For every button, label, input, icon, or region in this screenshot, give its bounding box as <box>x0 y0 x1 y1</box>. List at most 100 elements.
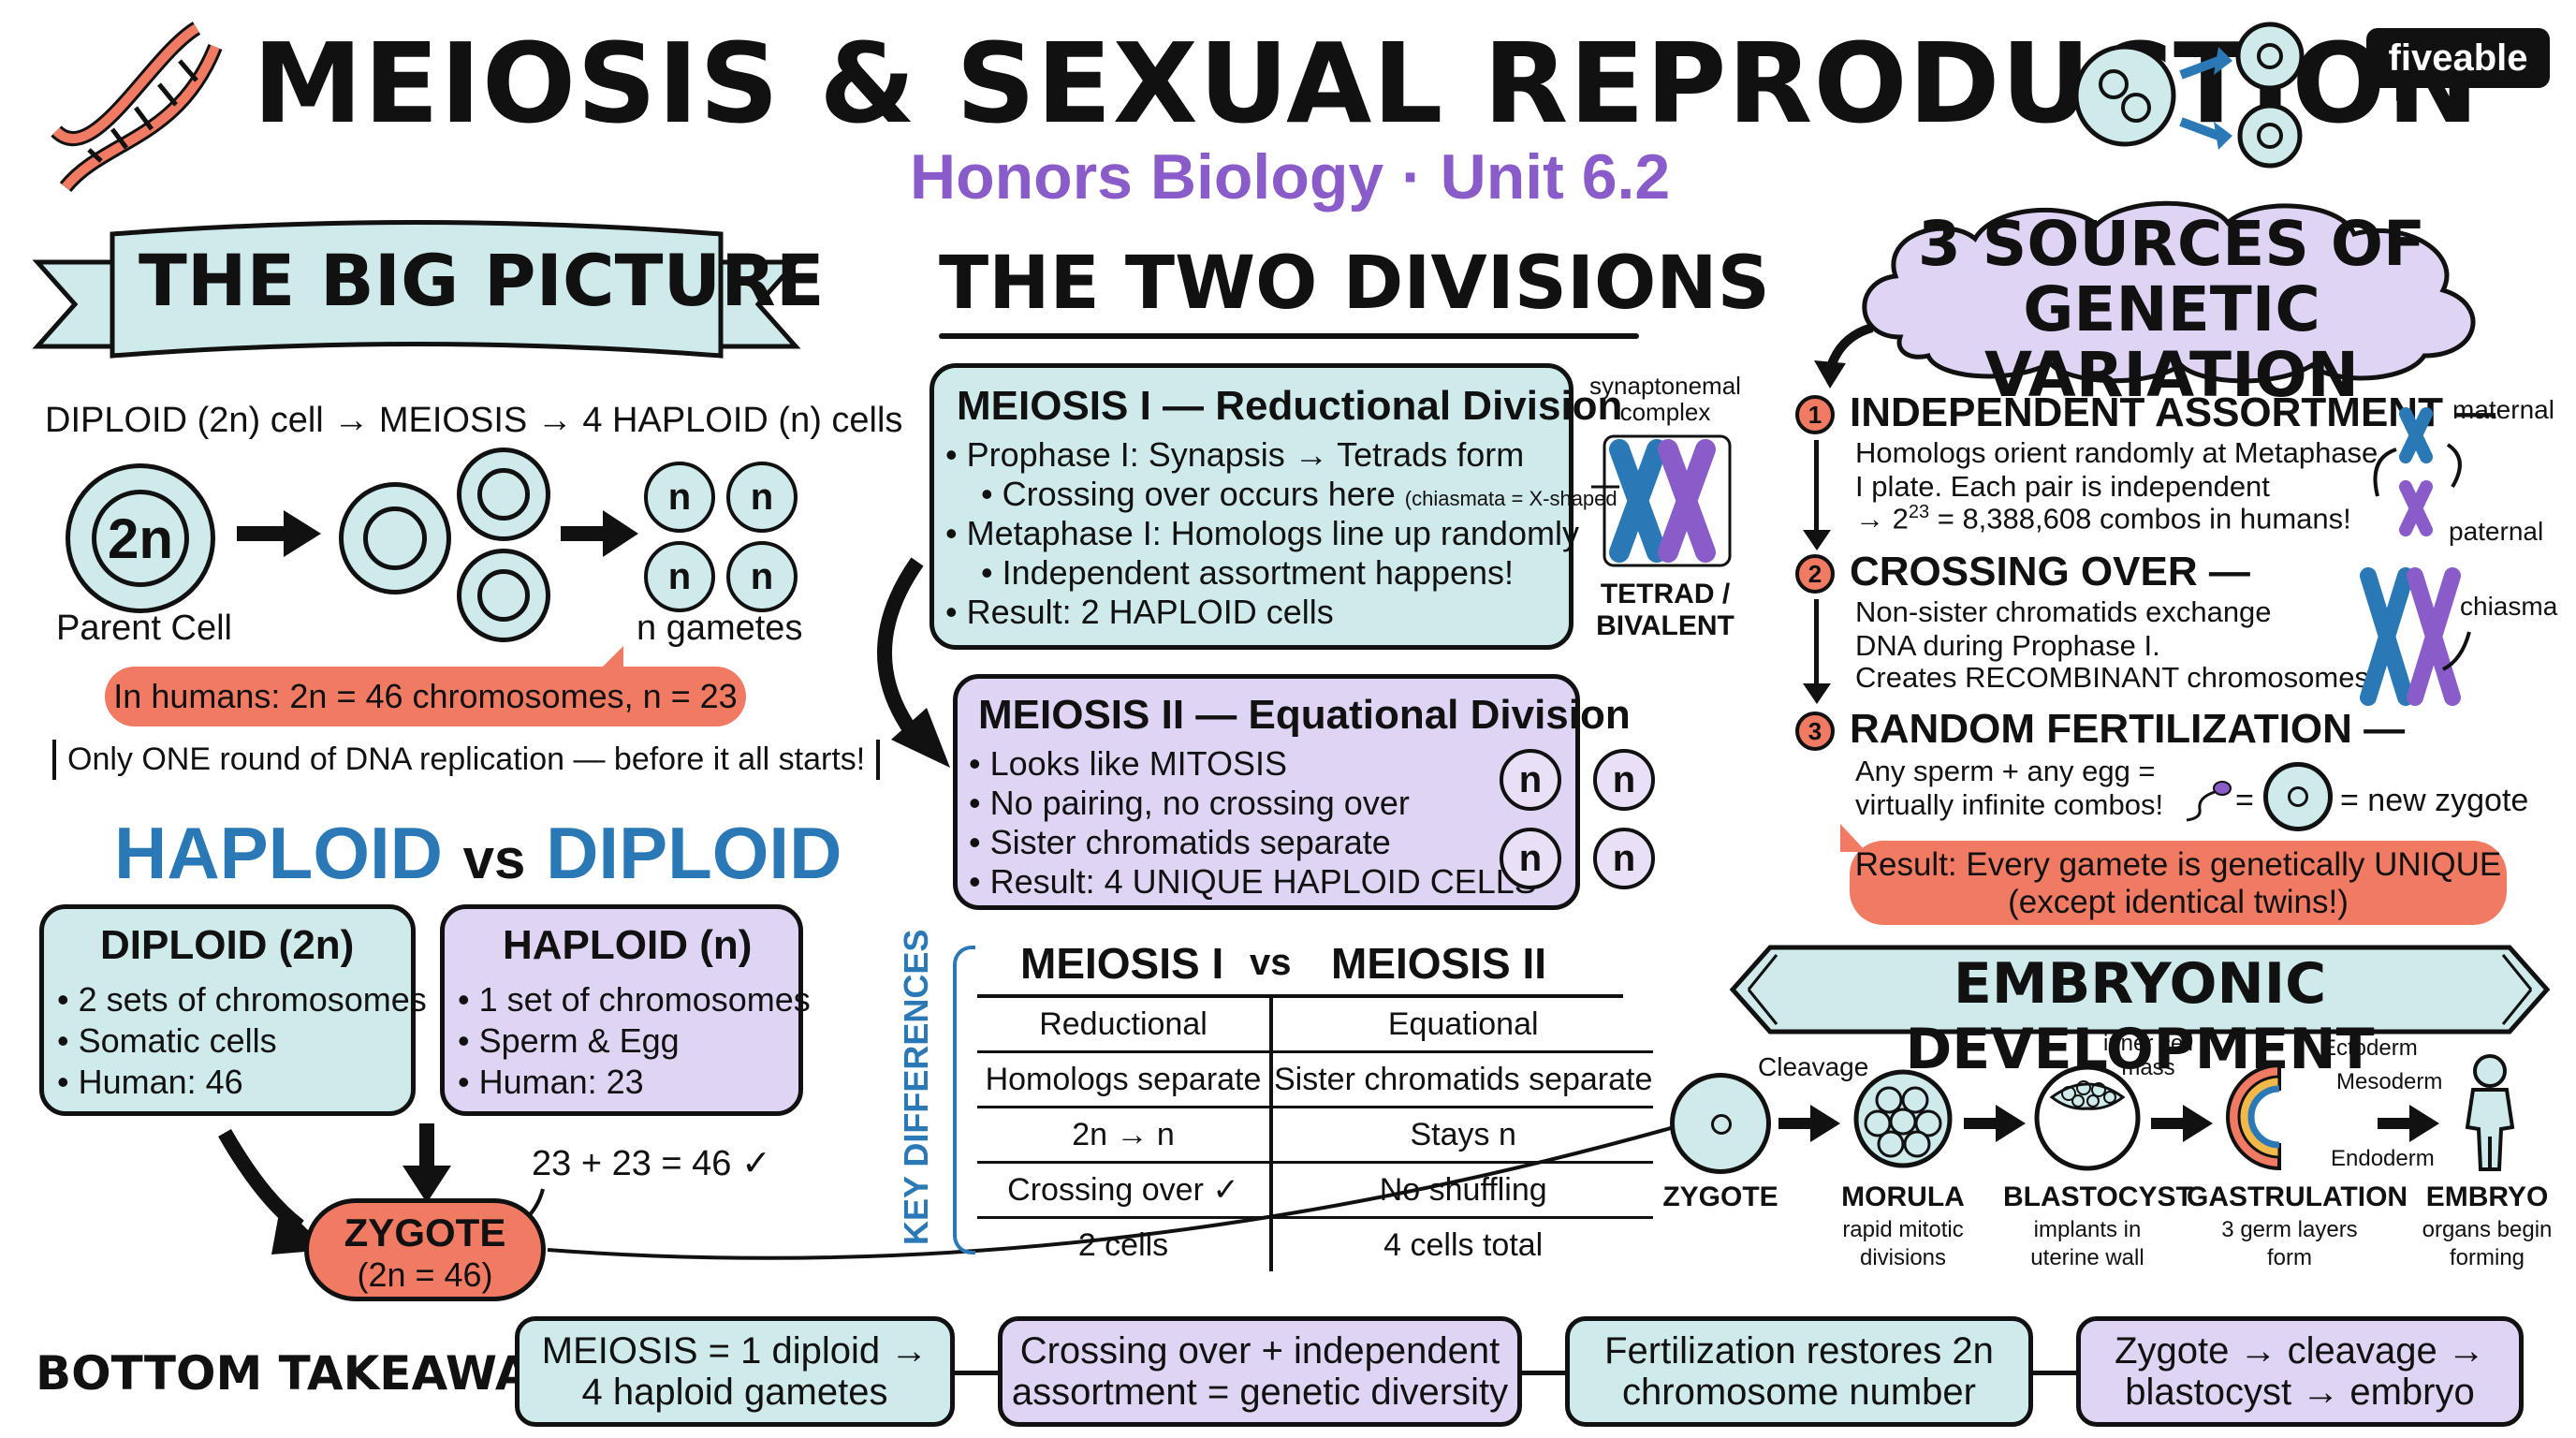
table-cell: 4 cells total <box>1383 1226 1544 1263</box>
stage-sub: organs begin <box>2422 1217 2553 1242</box>
source-1-title: INDEPENDENT ASSORTMENT — <box>1850 389 2496 435</box>
source-1-line: → 223 = 8,388,608 combos in humans! <box>1855 502 2351 536</box>
tetrad-icon <box>1591 434 1732 567</box>
stage-sub: uterine wall <box>2030 1245 2144 1270</box>
haploid-item: • Sperm & Egg <box>458 1021 680 1060</box>
humans-note-tail <box>599 646 623 670</box>
meiosis-flow-text: DIPLOID (2n) cell → MEIOSIS → 4 HAPLOID … <box>45 401 903 440</box>
morula-icon <box>1853 1069 1953 1168</box>
table-cell: 2 cells <box>977 1217 1273 1271</box>
heading-underline <box>939 333 1639 339</box>
source-1-line: Homologs orient randomly at Metaphase <box>1855 436 2378 469</box>
stage-sub: 3 germ layers <box>2221 1217 2358 1242</box>
haploid-cell: n <box>1500 828 1561 889</box>
takeaway-card: MEIOSIS = 1 diploid →4 haploid gametes <box>515 1316 955 1427</box>
big-picture-banner <box>32 220 801 359</box>
takeaway-label: BOTTOM TAKEAWAY <box>36 1346 561 1401</box>
paternal-label: paternal <box>2449 517 2544 546</box>
maternal-label: maternal <box>2452 395 2554 424</box>
gametes-caption: n gametes <box>637 609 803 648</box>
chromosome-pair-icon <box>2373 407 2462 536</box>
meiosis-2-item: • No pairing, no crossing over <box>969 784 1410 822</box>
zygote-title: ZYGOTE <box>344 1211 506 1255</box>
source-2-line: DNA during Prophase I. <box>1855 629 2160 662</box>
page-subtitle: Honors Biology · Unit 6.2 <box>910 141 1671 213</box>
haploid-cell: n <box>1593 828 1655 889</box>
kd-col-a: MEIOSIS I <box>1020 939 1224 988</box>
big-picture-heading: THE BIG PICTURE <box>139 239 825 322</box>
meiosis-2-item: • Sister chromatids separate <box>969 823 1391 861</box>
source-2-title: CROSSING OVER — <box>1850 549 2250 594</box>
meiosis-flow-arrow <box>877 557 950 768</box>
zygote-badge: ZYGOTE (2n = 46) <box>304 1198 546 1301</box>
dna-icon <box>51 22 223 193</box>
arrow-icon <box>2378 1105 2439 1142</box>
kd-col-b: MEIOSIS II <box>1331 939 1547 988</box>
table-cell: Crossing over ✓ <box>977 1162 1273 1219</box>
kd-header-rule <box>977 994 1623 998</box>
table-row: 2 cells 4 cells total <box>977 1217 1653 1271</box>
new-zygote-label: = new zygote <box>2340 783 2529 818</box>
source-2-line: Creates RECOMBINANT chromosomes! <box>1855 661 2378 694</box>
meiosis-1-line: • Result: 2 HAPLOID cells <box>945 593 1334 631</box>
haploid-cell: n <box>1500 749 1561 811</box>
crossing-over-icon <box>2360 567 2471 706</box>
stage-sub: implants in <box>2033 1217 2142 1242</box>
arrow-icon <box>2151 1105 2213 1142</box>
table-cell: Reductional <box>977 998 1273 1053</box>
parent-cell-nucleus: 2n <box>92 490 189 587</box>
stage-sub: rapid mitotic <box>1842 1217 1964 1242</box>
embryonic-heading: EMBRYONIC DEVELOPMENT <box>1905 951 2375 1082</box>
variation-heading: 3 SOURCES OF GENETIC VARIATION <box>1917 208 2426 411</box>
two-divisions-heading: THE TWO DIVISIONS <box>939 242 1770 326</box>
gamete-cell: n <box>644 462 715 533</box>
endoderm-label: Endoderm <box>2331 1146 2435 1171</box>
brand-name: fiveable <box>2388 37 2528 79</box>
haploid-item: • 1 set of chromosomes <box>458 980 811 1019</box>
table-cell: Equational <box>1271 998 1654 1053</box>
connector-line <box>1814 440 1819 534</box>
key-differences-brace <box>953 946 975 1255</box>
chiasma-label: chiasma <box>2460 592 2558 621</box>
table-cell: No shuffling <box>1271 1162 1654 1219</box>
meiosis-2-item: • Looks like MITOSIS <box>969 744 1288 783</box>
source-2-badge: 2 <box>1795 554 1835 594</box>
arrow-icon <box>561 510 638 557</box>
haploid-vs-diploid-heading: HAPLOID vs DIPLOID <box>114 812 842 894</box>
zygote-nucleus <box>1711 1114 1732 1135</box>
brand-logo: fiveable <box>2366 28 2550 88</box>
table-row: Crossing over ✓No shuffling <box>977 1162 1654 1219</box>
result-line: Result: Every gamete is genetically UNIQ… <box>1854 846 2502 883</box>
meiosis-1-line: • Prophase I: Synapsis → Tetrads form <box>945 435 1525 474</box>
diploid-item: • 2 sets of chromosomes <box>57 980 427 1019</box>
result-line: (except identical twins!) <box>2008 884 2349 920</box>
stage-name: MORULA <box>1841 1181 1965 1212</box>
diploid-item: • Human: 46 <box>57 1063 243 1101</box>
table-cell: 2n → n <box>977 1107 1273 1164</box>
logo-tail <box>2396 84 2411 101</box>
daughter-cell-1-nucleus <box>477 468 530 521</box>
replication-note: Only ONE round of DNA replication — befo… <box>52 740 881 780</box>
blastocyst-icon <box>2034 1064 2141 1171</box>
meiosis-2-item: • Result: 4 UNIQUE HAPLOID CELLS <box>969 862 1537 901</box>
embryo-icon <box>2465 1054 2515 1171</box>
source-3-line: virtually infinite combos! <box>1855 788 2164 821</box>
parent-cell-caption: Parent Cell <box>56 609 232 648</box>
haploid-title: HAPLOID (n) <box>503 922 753 968</box>
table-cell: Sister chromatids separate <box>1271 1051 1654 1108</box>
tetrad-label: TETRAD / BIVALENT <box>1596 579 1734 641</box>
embryonic-banner <box>1729 945 2551 1034</box>
diploid-item: • Somatic cells <box>57 1021 277 1060</box>
stage-sub: form <box>2267 1245 2312 1270</box>
gastrulation-icon <box>2226 1063 2281 1171</box>
meiosis-1-card: MEIOSIS I — Reductional Division • Proph… <box>929 363 1622 650</box>
gamete-cell: n <box>726 462 798 533</box>
mesoderm-label: Mesoderm <box>2336 1069 2443 1094</box>
source-1-line: I plate. Each pair is independent <box>1855 470 2270 503</box>
zygote-sub: (2n = 46) <box>357 1255 493 1294</box>
equals-sign: = <box>2235 783 2254 818</box>
